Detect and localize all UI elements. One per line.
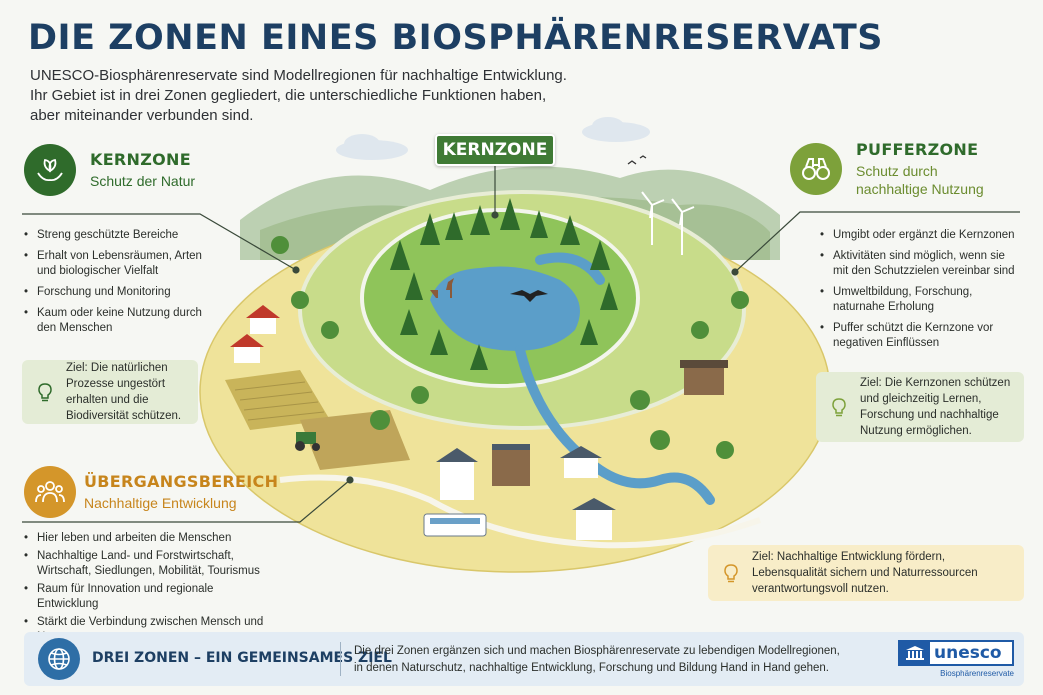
wind-turbines <box>641 191 695 255</box>
pufferzone-goal-text: Ziel: Die Kernzonen schützen und gleichz… <box>860 377 1011 437</box>
hands-leaf-icon <box>24 144 76 196</box>
kernzone-header: KERNZONE Schutz der Natur <box>24 144 195 196</box>
uebergang-goal-box: Ziel: Nachhaltige Entwicklung fördern, L… <box>708 545 1024 601</box>
binoculars-icon <box>790 143 842 195</box>
list-item: Umweltbildung, Forschung, naturnahe Erho… <box>820 285 1020 315</box>
deer <box>430 278 454 298</box>
houses <box>230 305 728 540</box>
uebergang-title: ÜBERGANGSBEREICH <box>84 472 279 491</box>
footer-text: Die drei Zonen ergänzen sich und machen … <box>354 643 840 677</box>
kernzone-subtitle: Schutz der Natur <box>90 173 196 189</box>
list-item: Raum für Innovation und regionale Entwic… <box>24 582 264 612</box>
pufferzone-subtitle-line: Schutz durch <box>856 163 938 179</box>
intro-text: UNESCO-Biosphärenreservate sind Modellre… <box>30 66 567 126</box>
page-title: DIE ZONEN EINES BIOSPHÄRENRESERVATS <box>28 18 883 58</box>
intro-line: aber miteinander verbunden sind. <box>30 107 254 124</box>
intro-line: UNESCO-Biosphärenreservate sind Modellre… <box>30 67 567 84</box>
kernzone-goal-box: Ziel: Die natürlichen Prozesse ungestört… <box>22 360 198 424</box>
core-zone-map-label: KERNZONE <box>435 134 555 166</box>
list-item: Hier leben und arbeiten die Menschen <box>24 531 264 546</box>
pufferzone-subtitle-line: nachhaltige Nutzung <box>856 181 984 197</box>
list-item: Forschung und Monitoring <box>24 285 224 300</box>
lake <box>430 266 580 351</box>
kernzone-title: KERNZONE <box>90 150 191 169</box>
uebergang-bullet-list: Hier leben und arbeiten die Menschen Nac… <box>24 531 264 648</box>
unesco-logo: unesco Biosphärenreservate <box>898 640 1014 678</box>
people-icon <box>24 466 76 518</box>
bus <box>423 513 487 537</box>
uebergang-header: ÜBERGANGSBEREICH Nachhaltige Entwicklung <box>24 466 278 518</box>
pufferzone-bullet-list: Umgibt oder ergänzt die Kernzonen Aktivi… <box>820 228 1020 357</box>
list-item: Puffer schützt die Kernzone vor negative… <box>820 321 1020 351</box>
uebergang-subtitle: Nachhaltige Entwicklung <box>84 495 237 511</box>
clouds <box>336 117 650 160</box>
lightbulb-icon <box>832 398 846 417</box>
kernzone-bullet-list: Streng geschützte Bereiche Erhalt von Le… <box>24 228 224 342</box>
forest <box>390 198 618 370</box>
pufferzone-header: PUFFERZONE Schutz durch nachhaltige Nutz… <box>790 140 984 198</box>
list-item: Umgibt oder ergänzt die Kernzonen <box>820 228 1020 243</box>
footer-banner: DREI ZONEN – EIN GEMEINSAMES ZIEL Die dr… <box>24 632 1024 686</box>
temple-icon <box>900 642 930 664</box>
connector-lines <box>22 166 1020 523</box>
birds <box>627 155 647 165</box>
list-item: Erhalt von Lebensräumen, Arten und biolo… <box>24 249 224 279</box>
footer-divider <box>340 642 341 676</box>
intro-line: Ihr Gebiet ist in drei Zonen gegliedert,… <box>30 87 547 104</box>
tractor <box>295 432 320 451</box>
footer-text-line: Die drei Zonen ergänzen sich und machen … <box>354 645 840 657</box>
eagle <box>510 290 548 302</box>
list-item: Streng geschützte Bereiche <box>24 228 224 243</box>
lightbulb-icon <box>724 564 738 583</box>
pufferzone-title: PUFFERZONE <box>856 140 979 159</box>
uebergang-goal-text: Ziel: Nachhaltige Entwicklung fördern, L… <box>752 551 978 595</box>
list-item: Kaum oder keine Nutzung durch den Mensch… <box>24 306 224 336</box>
kernzone-goal-text: Ziel: Die natürlichen Prozesse ungestört… <box>66 362 182 422</box>
list-item: Nachhaltige Land- und Forstwirtschaft, W… <box>24 549 264 579</box>
road <box>279 474 761 549</box>
unesco-subtitle: Biosphärenreservate <box>940 669 1014 678</box>
pufferzone-goal-box: Ziel: Die Kernzonen schützen und gleichz… <box>816 372 1024 442</box>
river <box>515 252 715 505</box>
footer-title: DREI ZONEN – EIN GEMEINSAMES ZIEL <box>92 650 392 666</box>
lightbulb-icon <box>38 383 52 402</box>
globe-icon <box>38 638 80 680</box>
unesco-wordmark: unesco <box>934 643 1002 663</box>
footer-text-line: in denen Naturschutz, nachhaltige Entwic… <box>354 662 830 674</box>
pufferzone-subtitle: Schutz durch nachhaltige Nutzung <box>856 162 984 198</box>
list-item: Aktivitäten sind möglich, wenn sie mit d… <box>820 249 1020 279</box>
